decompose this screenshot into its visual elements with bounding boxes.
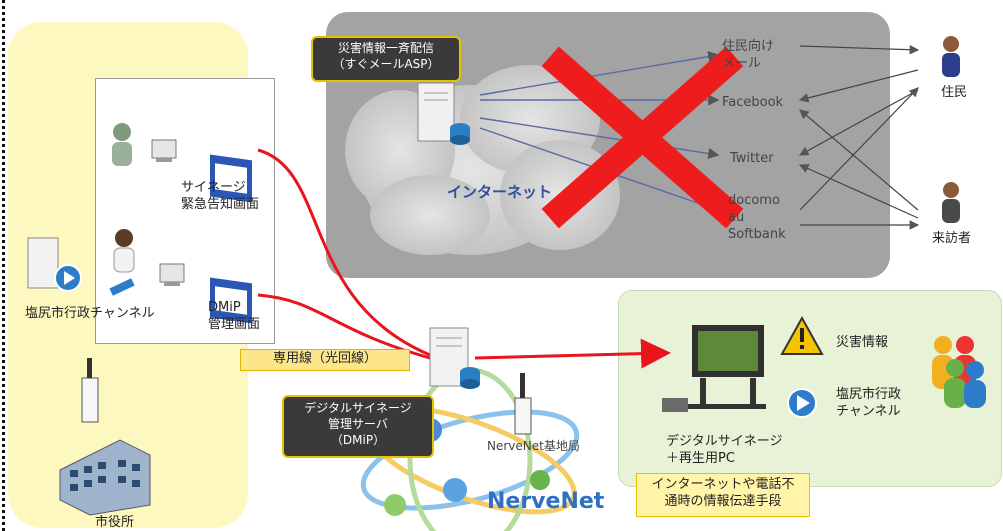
play-channel-icon	[787, 388, 817, 418]
usb-device-icon	[109, 278, 135, 296]
channel-label: 塩尻市行政チャンネル	[25, 306, 155, 321]
city-hall-building-icon	[59, 358, 151, 516]
nervenet-logo: NerveNet	[487, 489, 605, 514]
dmip-server-box: デジタルサイネージ 管理サーバ （DMiP）	[282, 395, 434, 458]
warning-icon	[780, 315, 824, 355]
signage-display-icon	[662, 325, 766, 412]
pc-icon	[151, 139, 177, 162]
visitor-icon	[942, 182, 960, 223]
staff-person-icon	[113, 229, 135, 273]
target-carriers-label: docomo au Softbank	[728, 193, 786, 242]
target-facebook-label: Facebook	[722, 95, 784, 110]
mail-service-box: 災害情報一斉配信 （すぐメールASP）	[311, 36, 461, 82]
signage-panel	[618, 290, 1002, 487]
pc-icon-2	[159, 263, 185, 286]
resident-icon	[942, 36, 960, 77]
base-station-icon	[514, 373, 532, 435]
visitors-label: 来訪者	[932, 231, 972, 246]
signage-emergency-label: サイネージ 緊急告知画面	[181, 180, 260, 212]
dmip-admin-label: DMiP 管理画面	[208, 300, 261, 332]
dedicated-line-label: 専用線（光回線）	[240, 349, 410, 371]
legend-channel-label: 塩尻市行政 チャンネル	[836, 387, 902, 419]
target-twitter-label: Twitter	[730, 151, 774, 166]
base-station-label: NerveNet基地局	[487, 439, 580, 453]
residents-label: 住民	[941, 85, 968, 100]
admin-screen-icon	[210, 277, 252, 324]
disabled-cross-icon	[541, 46, 744, 229]
operator-person-icon	[112, 123, 132, 166]
left-dashed-border	[2, 0, 5, 531]
people-group-icon	[932, 336, 986, 408]
signage-pc-label: デジタルサイネージ ＋再生用PC	[666, 434, 783, 466]
mail-server-icon	[417, 82, 470, 145]
dmip-server-icon	[429, 327, 480, 389]
legend-disaster-label: 災害情報	[836, 335, 889, 350]
target-mail-label: 住民向け メール	[722, 39, 775, 71]
fallback-note: インターネットや電話不 通時の情報伝達手段	[636, 473, 810, 517]
signage-screen-icon	[210, 154, 252, 203]
city-hall-label: 市役所	[95, 515, 135, 530]
internet-cloud-label: インターネット	[447, 183, 553, 201]
channel-server-icon	[27, 237, 82, 292]
